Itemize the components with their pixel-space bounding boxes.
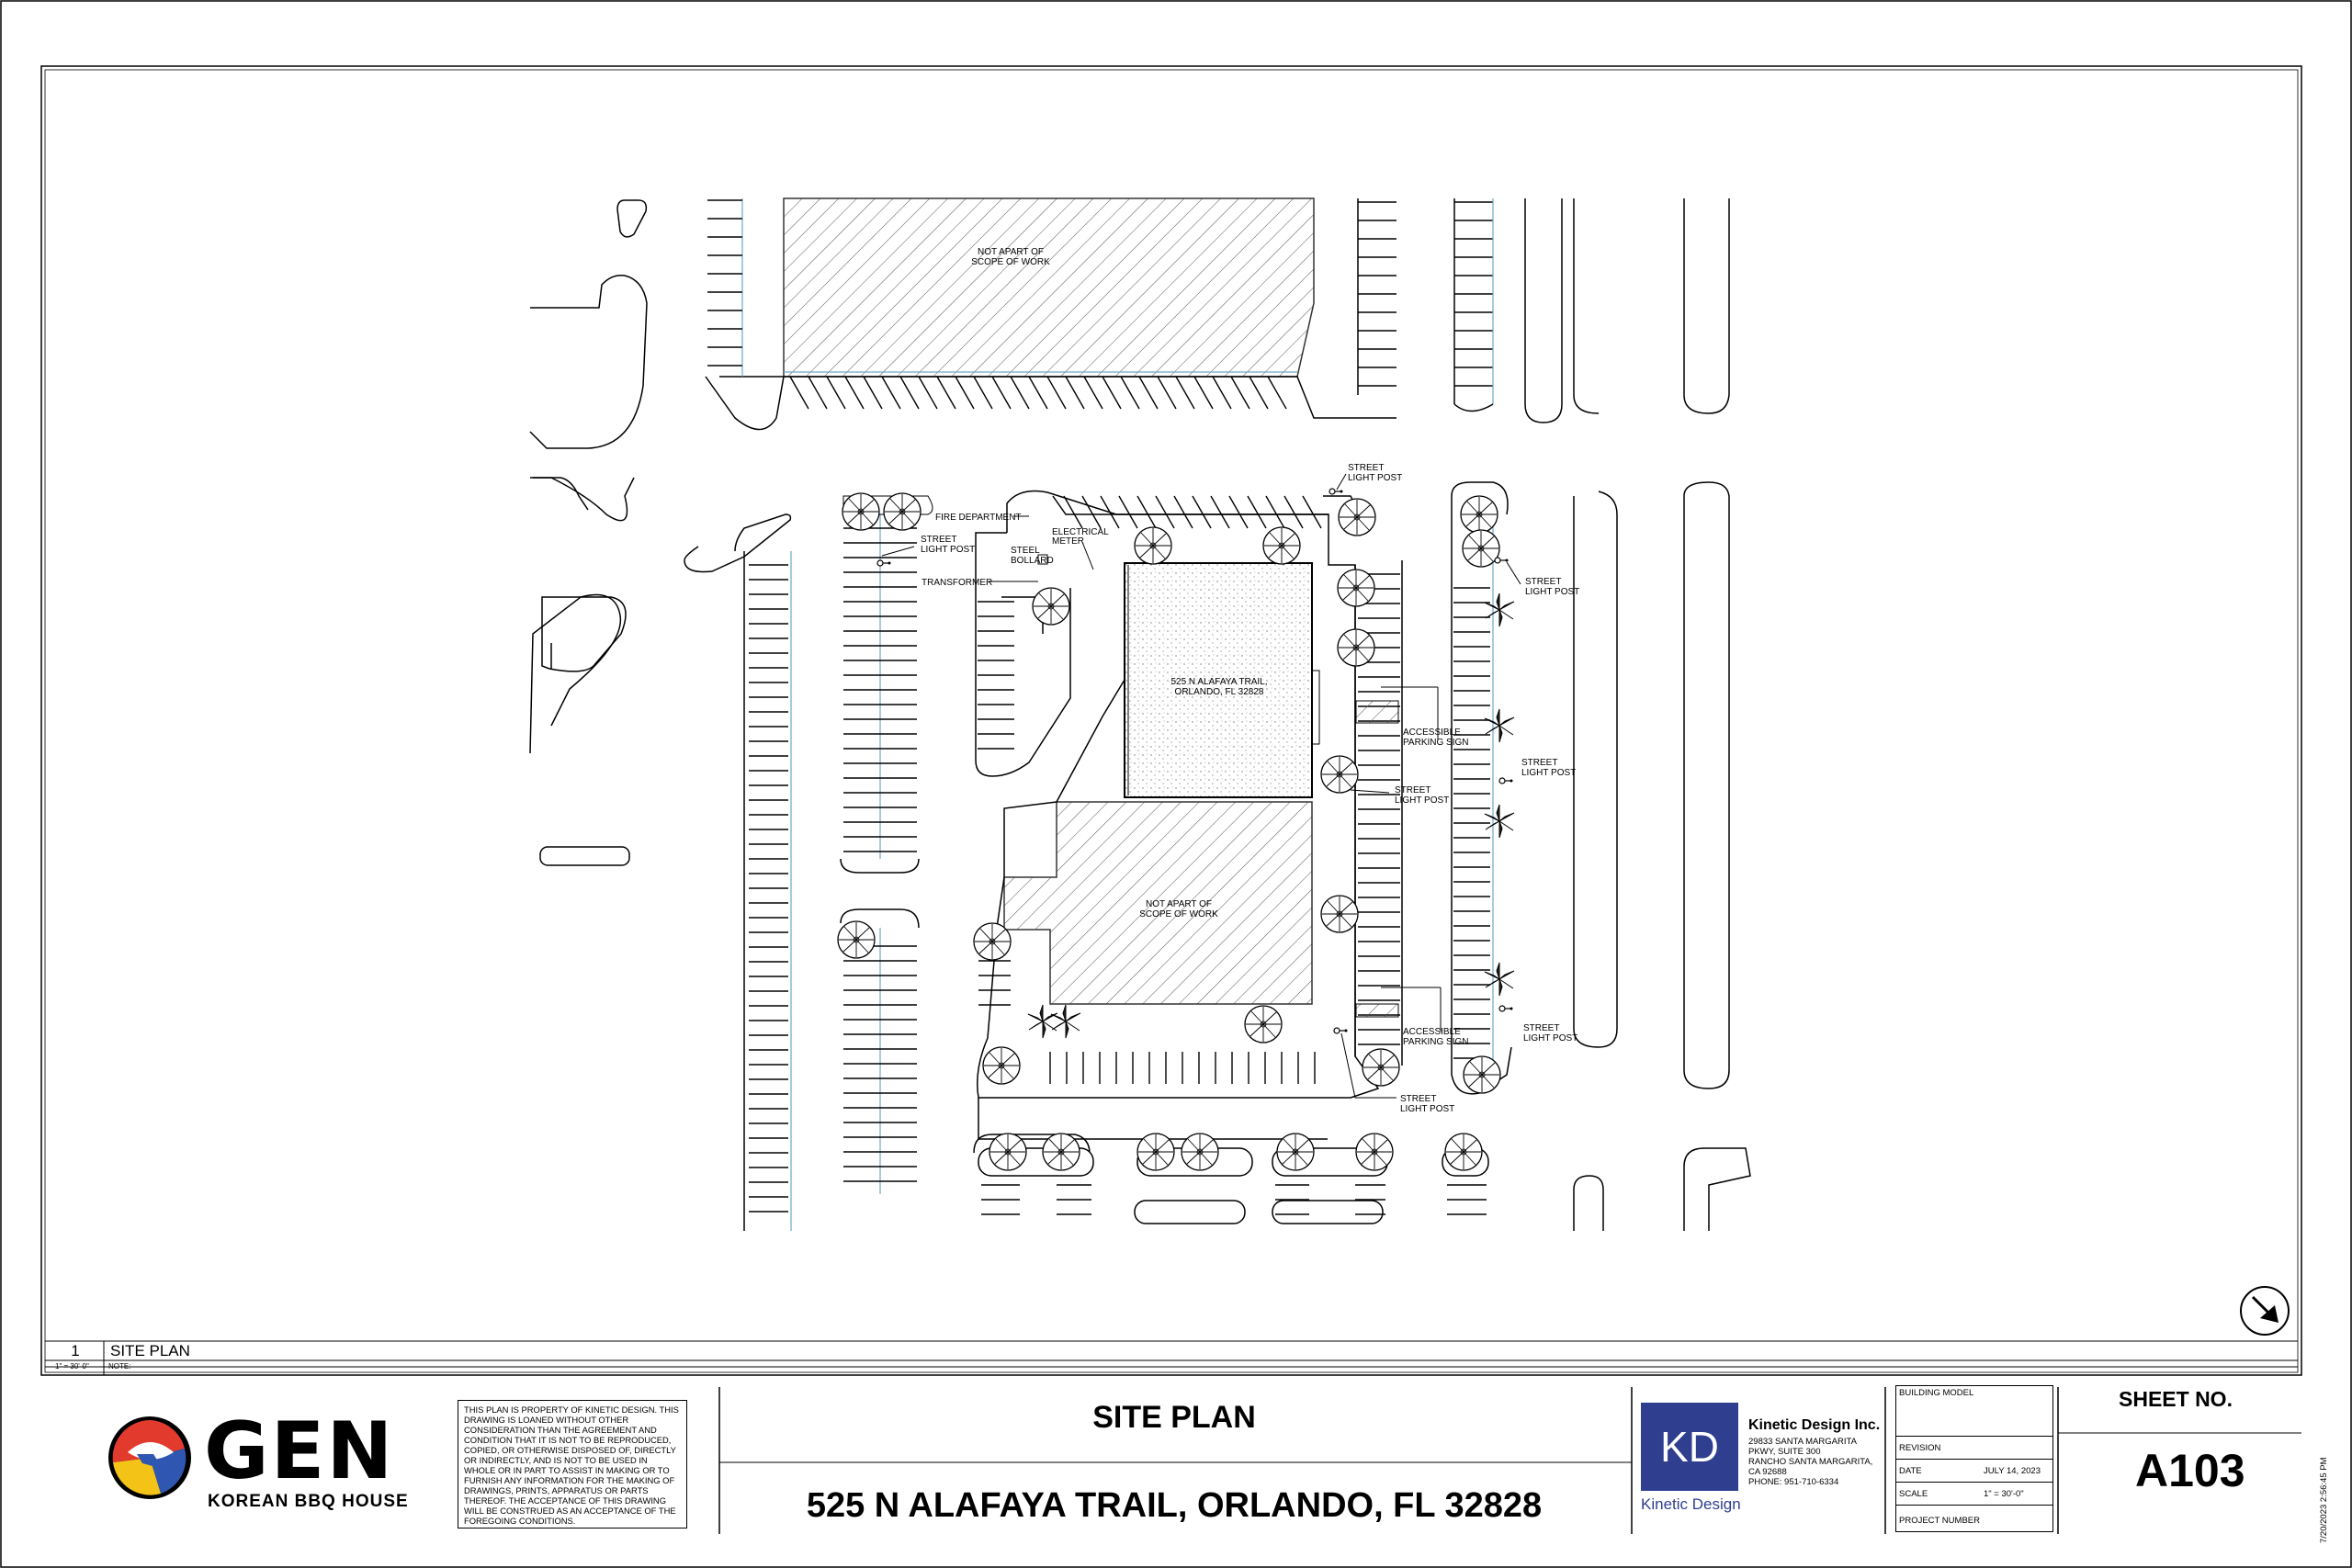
scope-bottom-line2: SCOPE OF WORK (1139, 909, 1218, 919)
angled-stalls-building-top (1063, 495, 1322, 529)
stalls-top-right (1357, 198, 1730, 423)
svg-text:METER: METER (1052, 536, 1084, 547)
svg-text:LIGHT POST: LIGHT POST (1400, 1104, 1454, 1114)
scale-value: 1" = 30'-0" (1984, 1489, 2024, 1499)
fire-department-label: FIRE DEPARTMENT (935, 513, 1022, 523)
sheet-number-label: SHEET NO. (2119, 1387, 2233, 1411)
firm-name: Kinetic Design Inc. (1748, 1417, 1881, 1433)
note-label: NOTE: (108, 1362, 130, 1371)
svg-text:LIGHT POST: LIGHT POST (1348, 473, 1402, 483)
building-model-label: BUILDING MODEL (1899, 1388, 1974, 1398)
transformer-label: TRANSFORMER (922, 578, 992, 588)
svg-text:PARKING SIGN: PARKING SIGN (1403, 738, 1469, 748)
stalls-building-left (975, 532, 1071, 777)
view-scale: 1" = 30'-0" (55, 1362, 89, 1371)
building-address-line2: ORLANDO, FL 32828 (1175, 687, 1264, 697)
firm-logo: KD (1641, 1403, 1738, 1491)
angled-stalls-top (789, 376, 1287, 410)
scope-excluded-building-top (783, 197, 1315, 378)
sheet-title: SITE PLAN (1092, 1400, 1256, 1435)
svg-text:LIGHT POST: LIGHT POST (1521, 768, 1576, 778)
svg-text:PARKING SIGN: PARKING SIGN (1403, 1037, 1469, 1047)
scope-top-line1: NOT APART OF (978, 247, 1044, 257)
svg-text:ACCESSIBLE: ACCESSIBLE (1403, 728, 1461, 738)
firm-address: 29833 SANTA MARGARITA PKWY, SUITE 300 RA… (1748, 1437, 1873, 1487)
scope-excluded-building-bottom (1003, 801, 1313, 1005)
building-right-stall-lines (1358, 573, 1490, 1059)
date-value: JULY 14, 2023 (1984, 1466, 2041, 1476)
svg-text:ACCESSIBLE: ACCESSIBLE (1403, 1027, 1461, 1037)
stalls-center-left (840, 495, 933, 1194)
disclaimer-text: THIS PLAN IS PROPERTY OF KINETIC DESIGN.… (458, 1400, 687, 1529)
view-title: SITE PLAN (110, 1342, 190, 1359)
stalls-top-left (707, 198, 743, 377)
sheet-number: A103 (2135, 1445, 2245, 1496)
svg-text:STREET: STREET (1348, 463, 1384, 473)
project-number-label: PROJECT NUMBER (1899, 1516, 1980, 1526)
annotations: STREET LIGHT POST FIRE DEPARTMENT ELECTR… (881, 463, 1579, 1114)
revision-label: REVISION (1899, 1443, 1941, 1453)
view-title-bar: 1 SITE PLAN 1" = 30'-0" NOTE: (45, 1340, 2298, 1375)
firm-caption: Kinetic Design (1641, 1495, 1741, 1513)
svg-text:STREET: STREET (1525, 577, 1561, 587)
svg-text:ELECTRICAL: ELECTRICAL (1052, 527, 1109, 537)
view-number: 1 (71, 1342, 79, 1359)
svg-text:STREET: STREET (1521, 758, 1557, 768)
bottom-row-stall-lines (981, 1184, 1487, 1215)
project-info-table: BUILDING MODEL REVISION DATE JULY 14, 20… (1895, 1385, 2053, 1532)
svg-text:STREET: STREET (1523, 1023, 1559, 1033)
scope-bottom-line1: NOT APART OF (1146, 899, 1212, 909)
left-stall-lines (749, 564, 788, 1213)
title-block (718, 1387, 2301, 1534)
north-arrow-icon (2240, 1286, 2290, 1336)
project-building (1124, 562, 1313, 798)
svg-text:LIGHT POST: LIGHT POST (1523, 1033, 1577, 1043)
svg-text:STEEL: STEEL (1011, 546, 1040, 556)
date-label: DATE (1899, 1466, 1922, 1476)
logo-wordmark: GEN (204, 1405, 395, 1497)
building-address-line1: 525 N ALAFAYA TRAIL, (1170, 677, 1267, 687)
scale-label: SCALE (1899, 1489, 1928, 1499)
svg-text:BOLLARD: BOLLARD (1011, 556, 1054, 566)
logo-tagline: KOREAN BBQ HOUSE (208, 1492, 409, 1511)
svg-text:STREET: STREET (1395, 785, 1430, 795)
svg-text:LIGHT POST: LIGHT POST (1525, 587, 1579, 597)
gen-logo-icon (108, 1416, 191, 1499)
svg-text:STREET: STREET (921, 535, 956, 545)
project-address: 525 N ALAFAYA TRAIL, ORLANDO, FL 32828 (806, 1486, 1543, 1525)
svg-text:STREET: STREET (1400, 1094, 1436, 1104)
bottom-stall-lines (1049, 1052, 1316, 1084)
print-timestamp: 7/20/2023 2:56:45 PM (2319, 1457, 2329, 1544)
stalls-left-column (684, 513, 792, 1231)
site-plan: NOT APART OF SCOPE OF WORK (529, 197, 1751, 1231)
svg-text:LIGHT POST: LIGHT POST (1395, 795, 1449, 806)
scope-top-line2: SCOPE OF WORK (971, 257, 1050, 267)
svg-text:LIGHT POST: LIGHT POST (921, 545, 975, 555)
